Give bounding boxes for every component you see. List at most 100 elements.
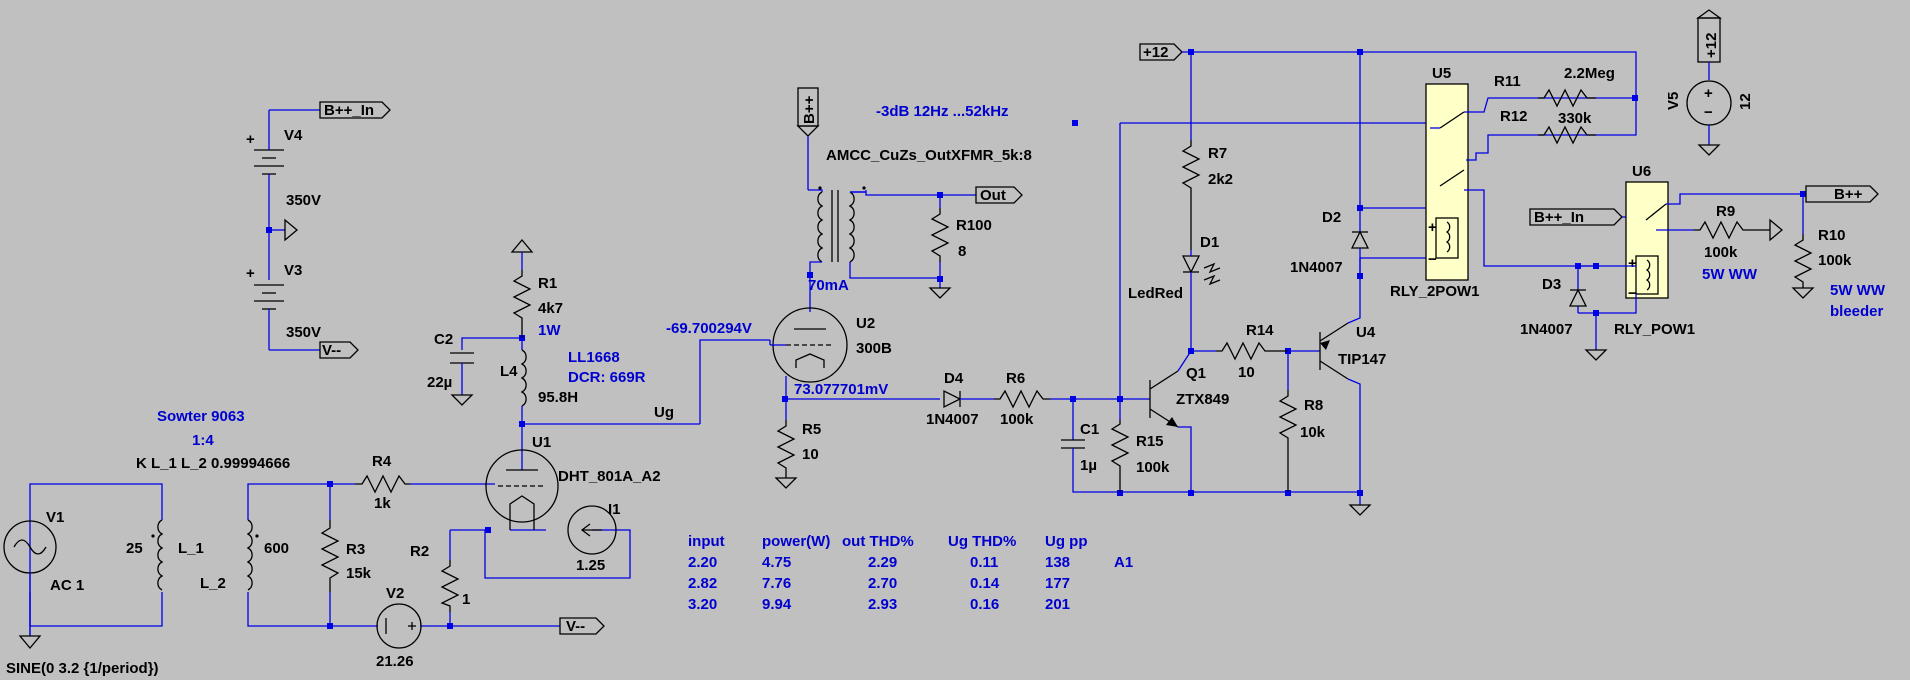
d1-value: LedRed	[1128, 285, 1183, 302]
table-cell: 2.93	[868, 596, 897, 613]
table-cell: 2.82	[688, 575, 717, 592]
c1-ref: C1	[1080, 421, 1099, 438]
output-transformer: B++ AMCC_CuZs_OutXFMR_5k:8 -3dB 12Hz ...…	[796, 87, 1032, 299]
v2-source: V2 21.26	[376, 585, 422, 670]
net-ug: Ug	[654, 404, 674, 421]
table-cell: 4.75	[762, 554, 791, 571]
input-transformer: 25 L_1 600 L_2 K L_1 L_2 0.99994666 Sowt…	[126, 408, 290, 592]
svg-text:+: +	[1628, 255, 1637, 272]
r1-value: 4k7	[538, 300, 563, 317]
r11-ref: R11	[1494, 73, 1521, 90]
sowter-label: Sowter 9063	[157, 408, 245, 425]
l1-value: 25	[126, 540, 143, 557]
r8-value: 10k	[1300, 424, 1326, 441]
xfmr-bandwidth: -3dB 12Hz ...52kHz	[876, 103, 1009, 120]
table-cell: 2.70	[868, 575, 897, 592]
u5-ref: U5	[1432, 65, 1451, 82]
table-header-ug-pp: Ug pp	[1045, 533, 1088, 550]
net-label-vmm-left: V--	[559, 617, 605, 635]
table-header-input: input	[688, 533, 725, 550]
r10-ref: R10	[1818, 227, 1846, 244]
r100-ref: R100	[956, 217, 992, 234]
u1-value: DHT_801A_A2	[558, 468, 661, 485]
u2-value: 300B	[856, 340, 892, 357]
u2-ref: U2	[856, 315, 875, 332]
d2-ref: D2	[1322, 209, 1341, 226]
d4-value: 1N4007	[926, 411, 979, 428]
v1-source-spec: SINE(0 3.2 {1/period})	[6, 660, 159, 677]
l4-dcr: DCR: 669R	[568, 369, 646, 386]
d2-value: 1N4007	[1290, 259, 1343, 276]
u4-ref: U4	[1356, 324, 1376, 341]
r9-value: 100k	[1704, 244, 1738, 261]
d1-ref: D1	[1200, 234, 1219, 251]
table-header-power: power(W)	[762, 533, 830, 550]
l4-part: LL1668	[568, 349, 620, 366]
net-bpp-in-text-2: B++_In	[1534, 209, 1584, 226]
d3-value: 1N4007	[1520, 321, 1573, 338]
coupling-directive: K L_1 L_2 0.99994666	[136, 455, 290, 472]
table-cell: 0.16	[970, 596, 999, 613]
v5-source: +12 + − V5 12	[1665, 9, 1754, 156]
r15-resistor: R15 100k	[1110, 399, 1170, 492]
net-bpp-in-text: B++_In	[324, 102, 374, 119]
v4-ref: V4	[284, 127, 303, 144]
u6-section: B++_In + − D3 1N4007 U6 RLY_POW1 R9 100k…	[1520, 163, 1886, 361]
net-p12-text: +12	[1143, 44, 1168, 61]
v2-value: 21.26	[376, 653, 414, 670]
grid-voltage: -69.700294V	[666, 320, 752, 337]
xfmr-label: AMCC_CuZs_OutXFMR_5k:8	[826, 147, 1032, 164]
r1-rating: 1W	[538, 322, 561, 339]
r10-value: 100k	[1818, 252, 1852, 269]
i1-value: 1.25	[576, 557, 605, 574]
r15-value: 100k	[1136, 459, 1170, 476]
u1-triode: U1 DHT_801A_A2	[485, 434, 661, 530]
c1-capacitor: C1 1µ	[1061, 399, 1360, 493]
r10-rating: 5W WW	[1830, 282, 1886, 299]
l2-ref: L_2	[200, 575, 226, 592]
c2-capacitor: C2 22µ	[427, 331, 522, 406]
d4-ref: D4	[944, 370, 964, 387]
svg-text:−: −	[1704, 104, 1713, 121]
q1-value: ZTX849	[1176, 391, 1229, 408]
l2-value: 600	[264, 540, 289, 557]
table-note-a1: A1	[1114, 554, 1133, 571]
relay-section: +12 D2 1N4007 + − U5 RLY_2POW1 R11 2.2Me…	[1119, 43, 1637, 399]
v3-ref: V3	[284, 262, 302, 279]
r4-resistor: R4 1k	[355, 453, 410, 512]
r5-value: 10	[802, 446, 819, 463]
v4-value: 350V	[286, 192, 321, 209]
r7-d1-chain: R7 2k2 D1 LedRed	[1128, 52, 1233, 351]
table-cell: 3.20	[688, 596, 717, 613]
v5-ref: V5	[1665, 92, 1682, 110]
r14-value: 10	[1238, 364, 1255, 381]
c1-value: 1µ	[1080, 457, 1097, 474]
v5-value: 12	[1737, 93, 1754, 110]
r15-ref: R15	[1136, 433, 1164, 450]
r14-ref: R14	[1246, 322, 1274, 339]
table-cell: 0.14	[970, 575, 1000, 592]
u1-ref: U1	[532, 434, 551, 451]
r2-resistor: R2 1	[410, 543, 470, 612]
r3-resistor: R3 15k	[320, 520, 372, 592]
junction-dots	[266, 49, 1806, 629]
results-table: input power(W) out THD% Ug THD% Ug pp 2.…	[688, 533, 1133, 613]
net-bpp-text: B++	[1834, 186, 1863, 203]
table-cell: 177	[1045, 575, 1070, 592]
v1-ref: V1	[46, 509, 64, 526]
r9-ref: R9	[1716, 203, 1735, 220]
net-out-text: Out	[980, 187, 1006, 204]
r9-rating: 5W WW	[1702, 266, 1758, 283]
svg-text:−: −	[1428, 251, 1437, 268]
r3-value: 15k	[346, 565, 372, 582]
r2-value: 1	[462, 591, 470, 608]
table-cell: 2.29	[868, 554, 897, 571]
r12-ref: R12	[1500, 108, 1528, 125]
table-cell: 138	[1045, 554, 1070, 571]
d4-diode: D4 1N4007	[926, 370, 994, 428]
net-vmm-text: V--	[566, 618, 585, 635]
r5-ref: R5	[802, 421, 821, 438]
r100-value: 8	[958, 243, 966, 260]
r10-note: bleeder	[1830, 303, 1884, 320]
